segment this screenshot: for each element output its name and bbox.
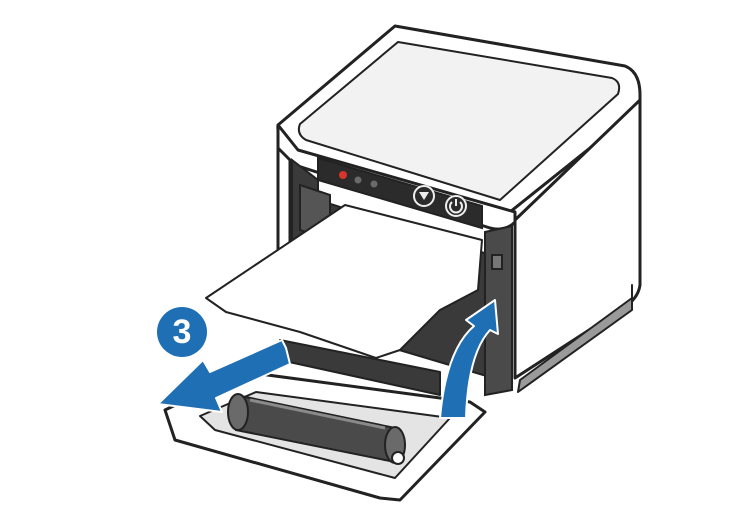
pull-arrow — [157, 339, 291, 413]
paper-icon — [354, 176, 362, 184]
close-arrow — [439, 299, 499, 419]
power-icon[interactable] — [445, 195, 467, 217]
step-number: 3 — [172, 313, 192, 351]
error-led-icon — [339, 171, 347, 179]
step-badge: 3 — [157, 307, 207, 357]
feed-icon[interactable] — [413, 185, 435, 207]
platen-roller — [227, 393, 406, 465]
paper-sheet — [205, 204, 483, 359]
control-panel — [317, 156, 483, 230]
network-icon — [370, 180, 378, 188]
